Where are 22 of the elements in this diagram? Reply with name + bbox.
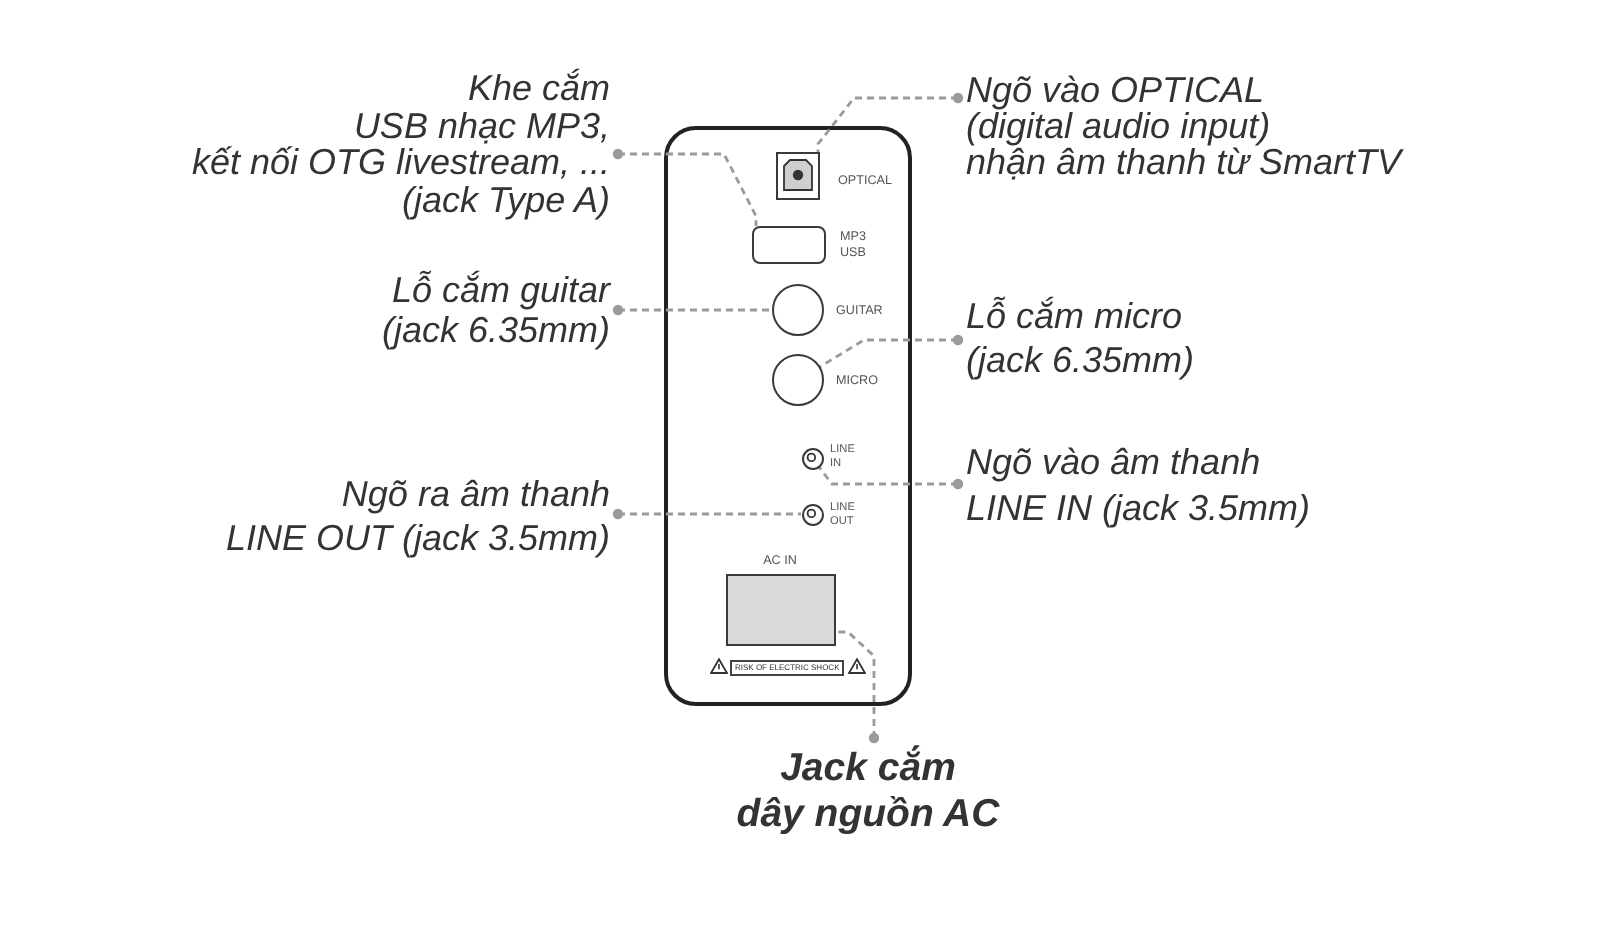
mini-jack-socket	[801, 447, 823, 469]
optical-port	[776, 152, 820, 200]
leader-line	[819, 334, 964, 368]
leader-line	[836, 630, 880, 744]
usb-port	[752, 226, 826, 264]
leader-line	[612, 508, 801, 520]
callout-text: Lỗ cắm guitar (jack 6.35mm)	[381, 272, 610, 350]
callout-text: Ngõ vào OPTICAL (digital audio input) nhận âm thanh từ SmartTV	[966, 72, 1402, 180]
device-panel	[664, 126, 912, 706]
jack-socket	[772, 284, 824, 336]
callout-text: Ngõ vào âm thanh LINE IN (jack 3.5mm)	[966, 440, 1311, 530]
jack-socket	[772, 354, 824, 406]
callout-text: Khe cắm USB nhạc MP3, kết nối OTG livestream, ... (jack Type A)	[191, 70, 610, 218]
leader-line	[817, 465, 964, 490]
callout-text: Jack cắm dây nguồn AC	[736, 746, 1000, 838]
callout-text: Lỗ cắm micro (jack 6.35mm)	[966, 296, 1195, 382]
mini-jack-socket	[801, 503, 823, 525]
leader-line	[612, 148, 758, 226]
leader-line	[816, 92, 964, 152]
leader-line	[612, 304, 772, 316]
power-inlet	[726, 574, 836, 646]
callout-text: Ngõ ra âm thanh LINE OUT (jack 3.5mm)	[225, 474, 610, 560]
